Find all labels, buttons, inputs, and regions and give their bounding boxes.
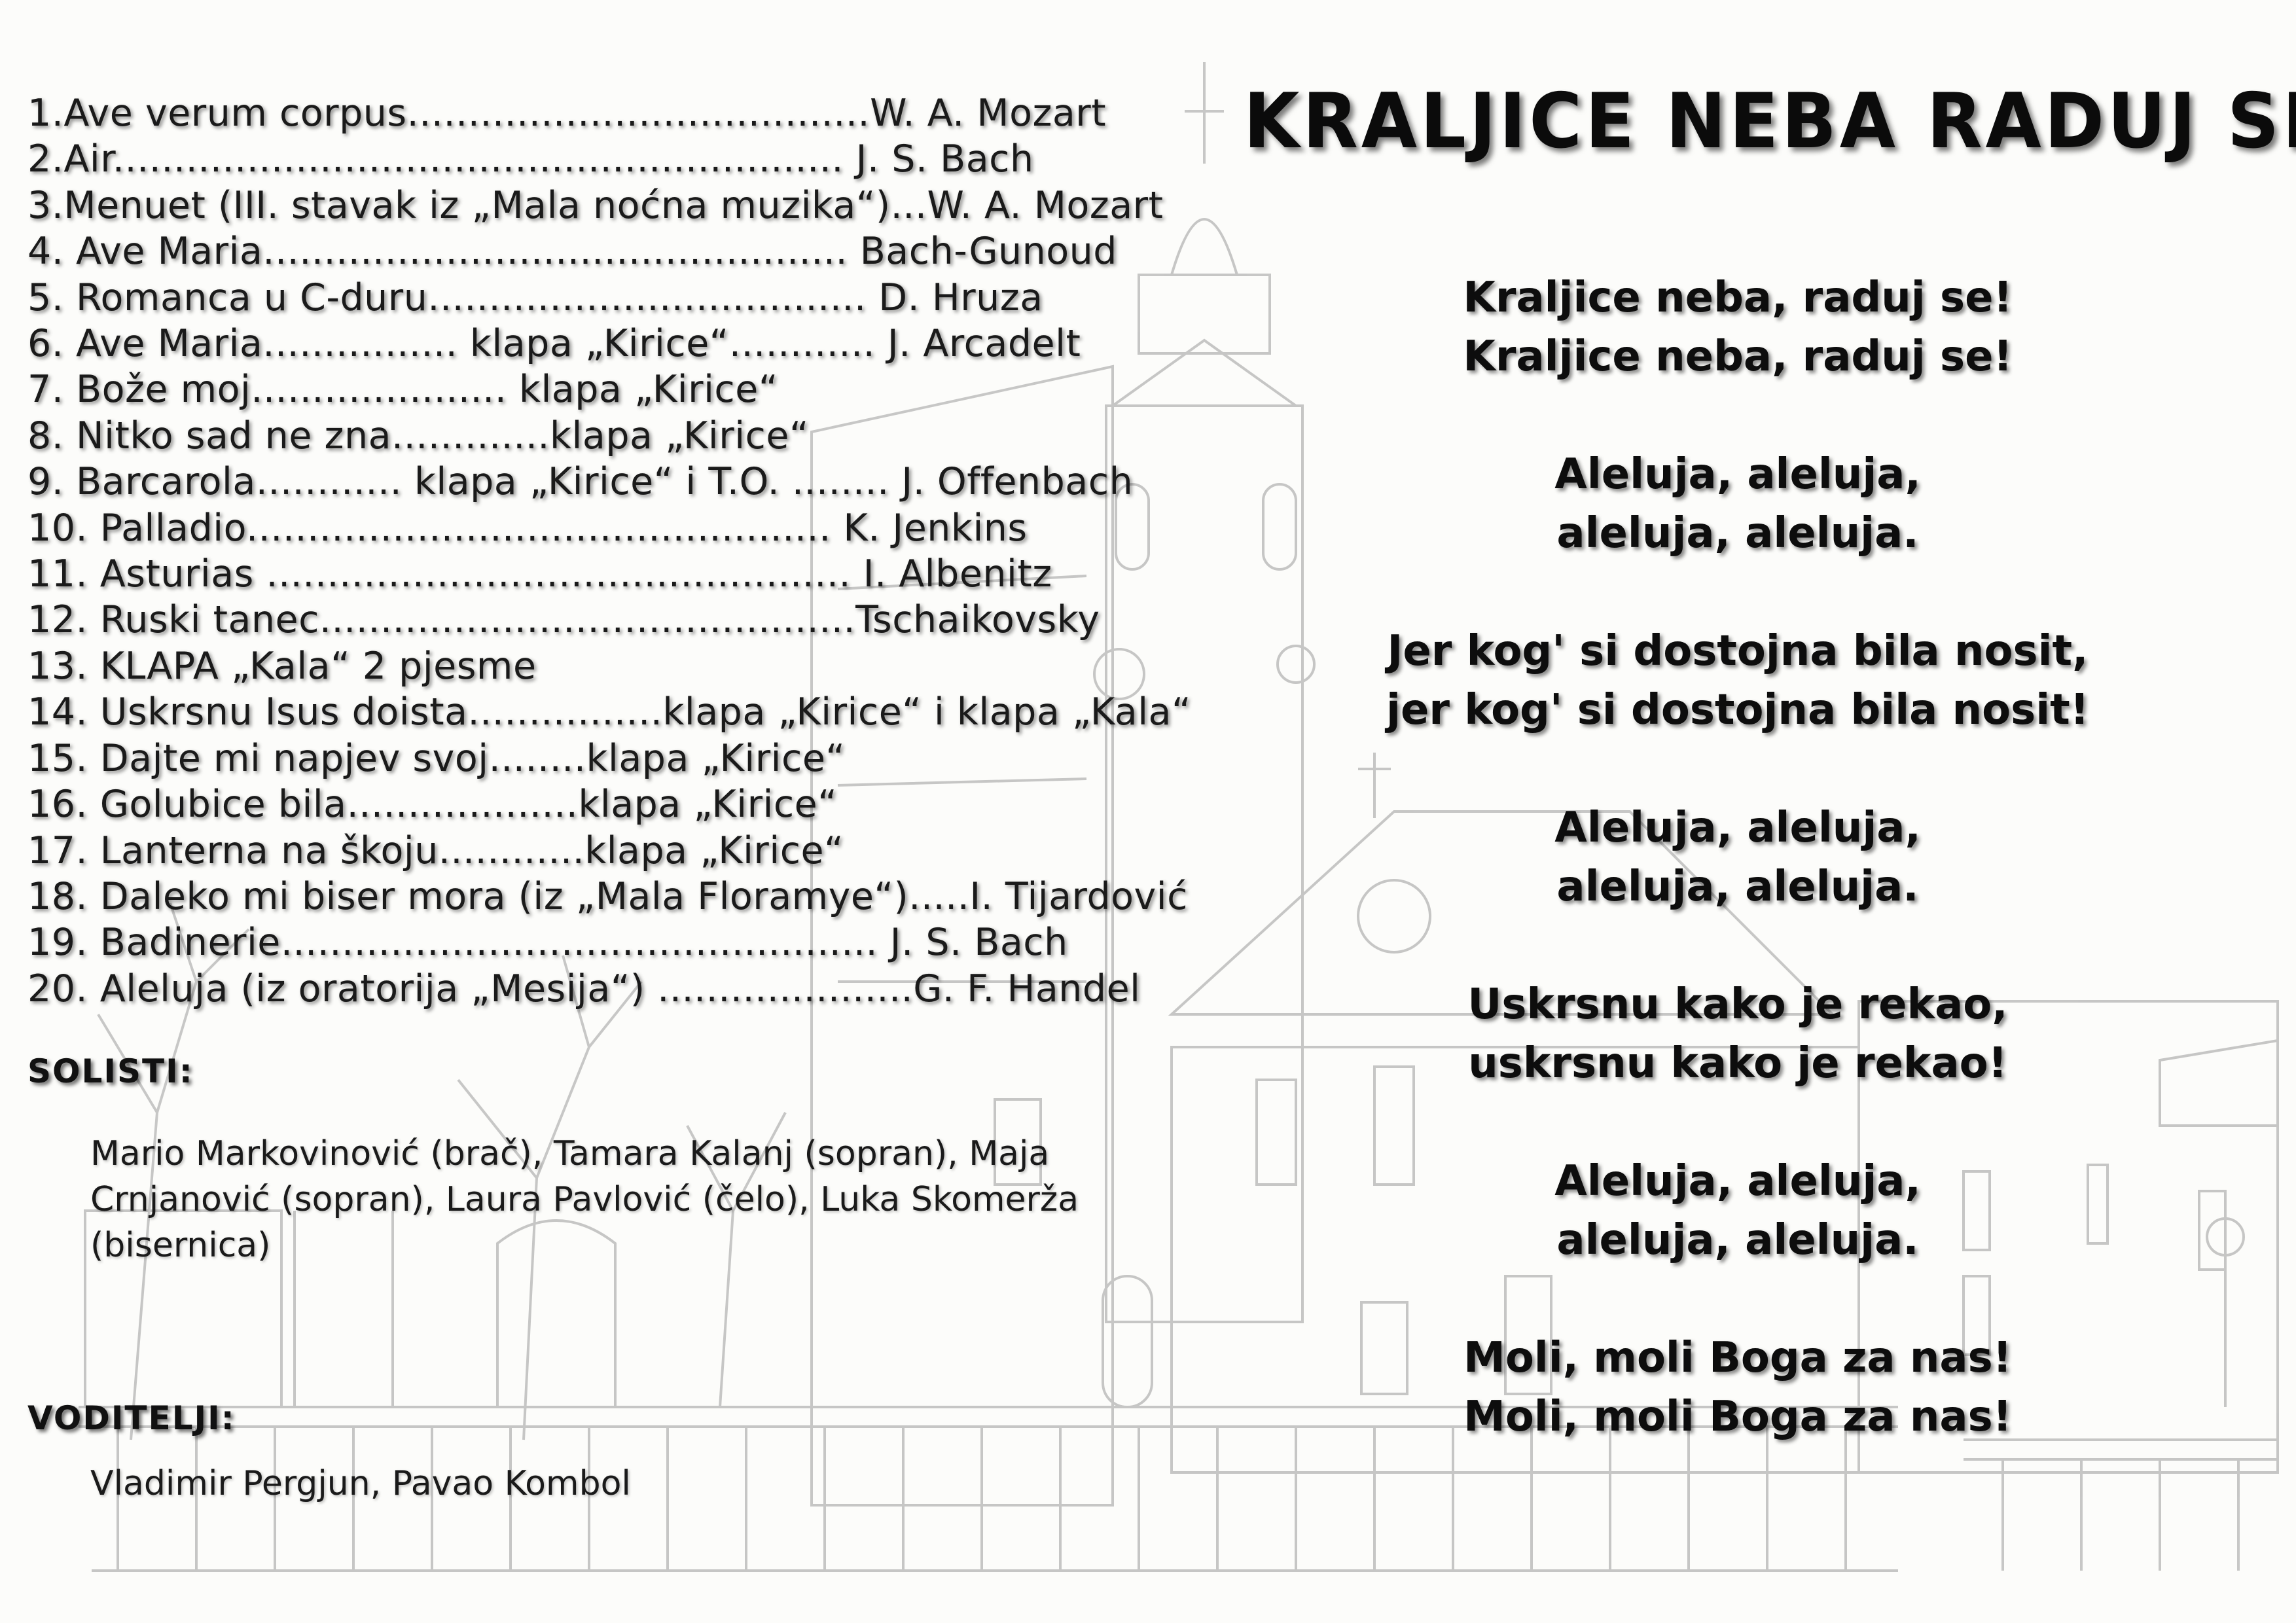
program-item: 19. Badinerie...........................… [27, 921, 1068, 965]
program-item: 4. Ave Maria............................… [27, 230, 1117, 274]
lyrics-line: jer kog' si dostojna bila nosit! [1386, 686, 2089, 734]
soloists-line: Crnjanović (sopran), Laura Pavlović (čel… [90, 1180, 1079, 1219]
lyrics-line: Aleluja, aleluja, [1554, 1157, 1921, 1205]
program-item: 13. KLAPA „Kala“ 2 pjesme [27, 644, 537, 688]
program-list: 1.Ave verum corpus......................… [27, 90, 1192, 1012]
program-item: 16. Golubice bila...................klap… [27, 783, 838, 827]
lyrics-line: Jer kog' si dostojna bila nosit, [1387, 627, 2089, 675]
lyrics-stanza: Kraljice neba, raduj se! Kraljice neba, r… [1374, 268, 2101, 386]
lyrics-stanza: Aleluja, aleluja, aleluja, aleluja. [1374, 798, 2101, 916]
program-item: 6. Ave Maria................ klapa „Kiri… [27, 322, 1081, 366]
lyrics-stanza: Aleluja, aleluja, aleluja, aleluja. [1374, 445, 2101, 563]
program-item: 17. Lanterna na škoju............klapa „… [27, 829, 844, 872]
program-item: 12. Ruski tanec.........................… [27, 598, 1100, 642]
soloists-line: Mario Markovinović (brač), Tamara Kalanj… [90, 1134, 1050, 1173]
soloists-line: (bisernica) [90, 1226, 271, 1265]
program-item: 2.Air...................................… [27, 137, 1034, 181]
lyrics-stanza: Aleluja, aleluja, aleluja, aleluja. [1374, 1152, 2101, 1270]
soloists-text: Mario Markovinović (brač), Tamara Kalanj… [90, 1131, 1164, 1268]
program-item: 10. Palladio............................… [27, 506, 1028, 550]
program-item: 20. Aleluja (iz oratorija „Mesija“) ....… [27, 967, 1141, 1010]
lyrics-line: aleluja, aleluja. [1556, 863, 1919, 911]
conductors-text: Vladimir Pergjun, Pavao Kombol [90, 1464, 631, 1503]
program-item: 8. Nitko sad ne zna.............klapa „K… [27, 414, 809, 457]
program-item: 5. Romanca u C-duru.....................… [27, 276, 1043, 319]
soloists-heading: SOLISTI: [27, 1052, 194, 1090]
lyrics-line: aleluja, aleluja. [1556, 509, 1919, 558]
lyrics-line: aleluja, aleluja. [1556, 1216, 1919, 1264]
lyrics-line: Kraljice neba, raduj se! [1463, 274, 2013, 322]
program-item: 7. Bože moj..................... klapa „… [27, 368, 778, 412]
page-title: KRALJICE NEBA RADUJ SE [1244, 77, 2296, 166]
program-item: 15. Dajte mi napjev svoj........klapa „K… [27, 736, 846, 780]
program-item: 9. Barcarola............ klapa „Kirice“ … [27, 460, 1134, 504]
program-item: 3.Menuet (III. stavak iz „Mala noćna muz… [27, 183, 1164, 227]
program-item: 18. Daleko mi biser mora (iz „Mala Flora… [27, 874, 1188, 918]
lyrics-line: Aleluja, aleluja, [1554, 450, 1921, 499]
conductors-heading: VODITELJI: [27, 1399, 236, 1437]
lyrics: Kraljice neba, raduj se! Kraljice neba, r… [1374, 268, 2101, 1446]
lyrics-stanza: Uskrsnu kako je rekao, uskrsnu kako je re… [1374, 975, 2101, 1093]
lyrics-line: uskrsnu kako je rekao! [1468, 1039, 2007, 1088]
program-item: 11. Asturias ...........................… [27, 552, 1052, 596]
lyrics-stanza: Moli, moli Boga za nas! Moli, moli Boga z… [1374, 1329, 2101, 1446]
program-item: 14. Uskrsnu Isus doista................k… [27, 690, 1192, 734]
program-item: 1.Ave verum corpus......................… [27, 92, 1107, 135]
lyrics-line: Kraljice neba, raduj se! [1463, 332, 2013, 381]
lyrics-stanza: Jer kog' si dostojna bila nosit, jer kog'… [1374, 622, 2101, 740]
lyrics-line: Aleluja, aleluja, [1554, 804, 1921, 852]
lyrics-line: Moli, moli Boga za nas! [1463, 1334, 2012, 1382]
lyrics-line: Moli, moli Boga za nas! [1463, 1393, 2012, 1441]
lyrics-line: Uskrsnu kako je rekao, [1467, 980, 2008, 1029]
